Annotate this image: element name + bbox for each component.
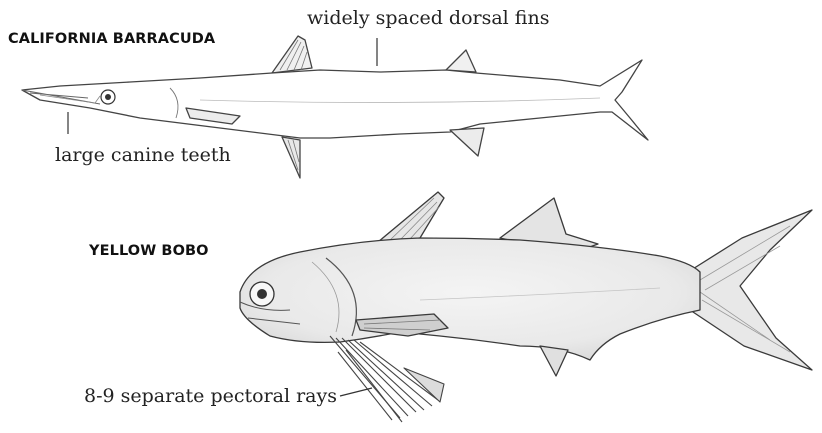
- bobo-separate-pectoral-rays: [330, 336, 444, 422]
- barracuda-second-dorsal-fin: [446, 50, 476, 72]
- barracuda-anal-fin: [450, 128, 484, 156]
- bobo-body: [240, 238, 700, 360]
- annotation-separate-pectoral-rays: 8-9 separate pectoral rays: [84, 385, 337, 407]
- bobo-anal-fin: [540, 346, 568, 376]
- annotation-large-canine-teeth: large canine teeth: [55, 144, 231, 166]
- annotation-widely-spaced-dorsal-fins: widely spaced dorsal fins: [307, 7, 549, 29]
- pectoral-rays-pointer: [340, 388, 372, 396]
- species-label-california-barracuda: CALIFORNIA BARRACUDA: [8, 31, 215, 47]
- bobo-first-dorsal-fin: [378, 192, 444, 242]
- bobo-caudal-fin: [688, 210, 812, 370]
- barracuda-pelvic-fin: [282, 137, 300, 178]
- species-label-yellow-bobo: YELLOW BOBO: [89, 243, 209, 259]
